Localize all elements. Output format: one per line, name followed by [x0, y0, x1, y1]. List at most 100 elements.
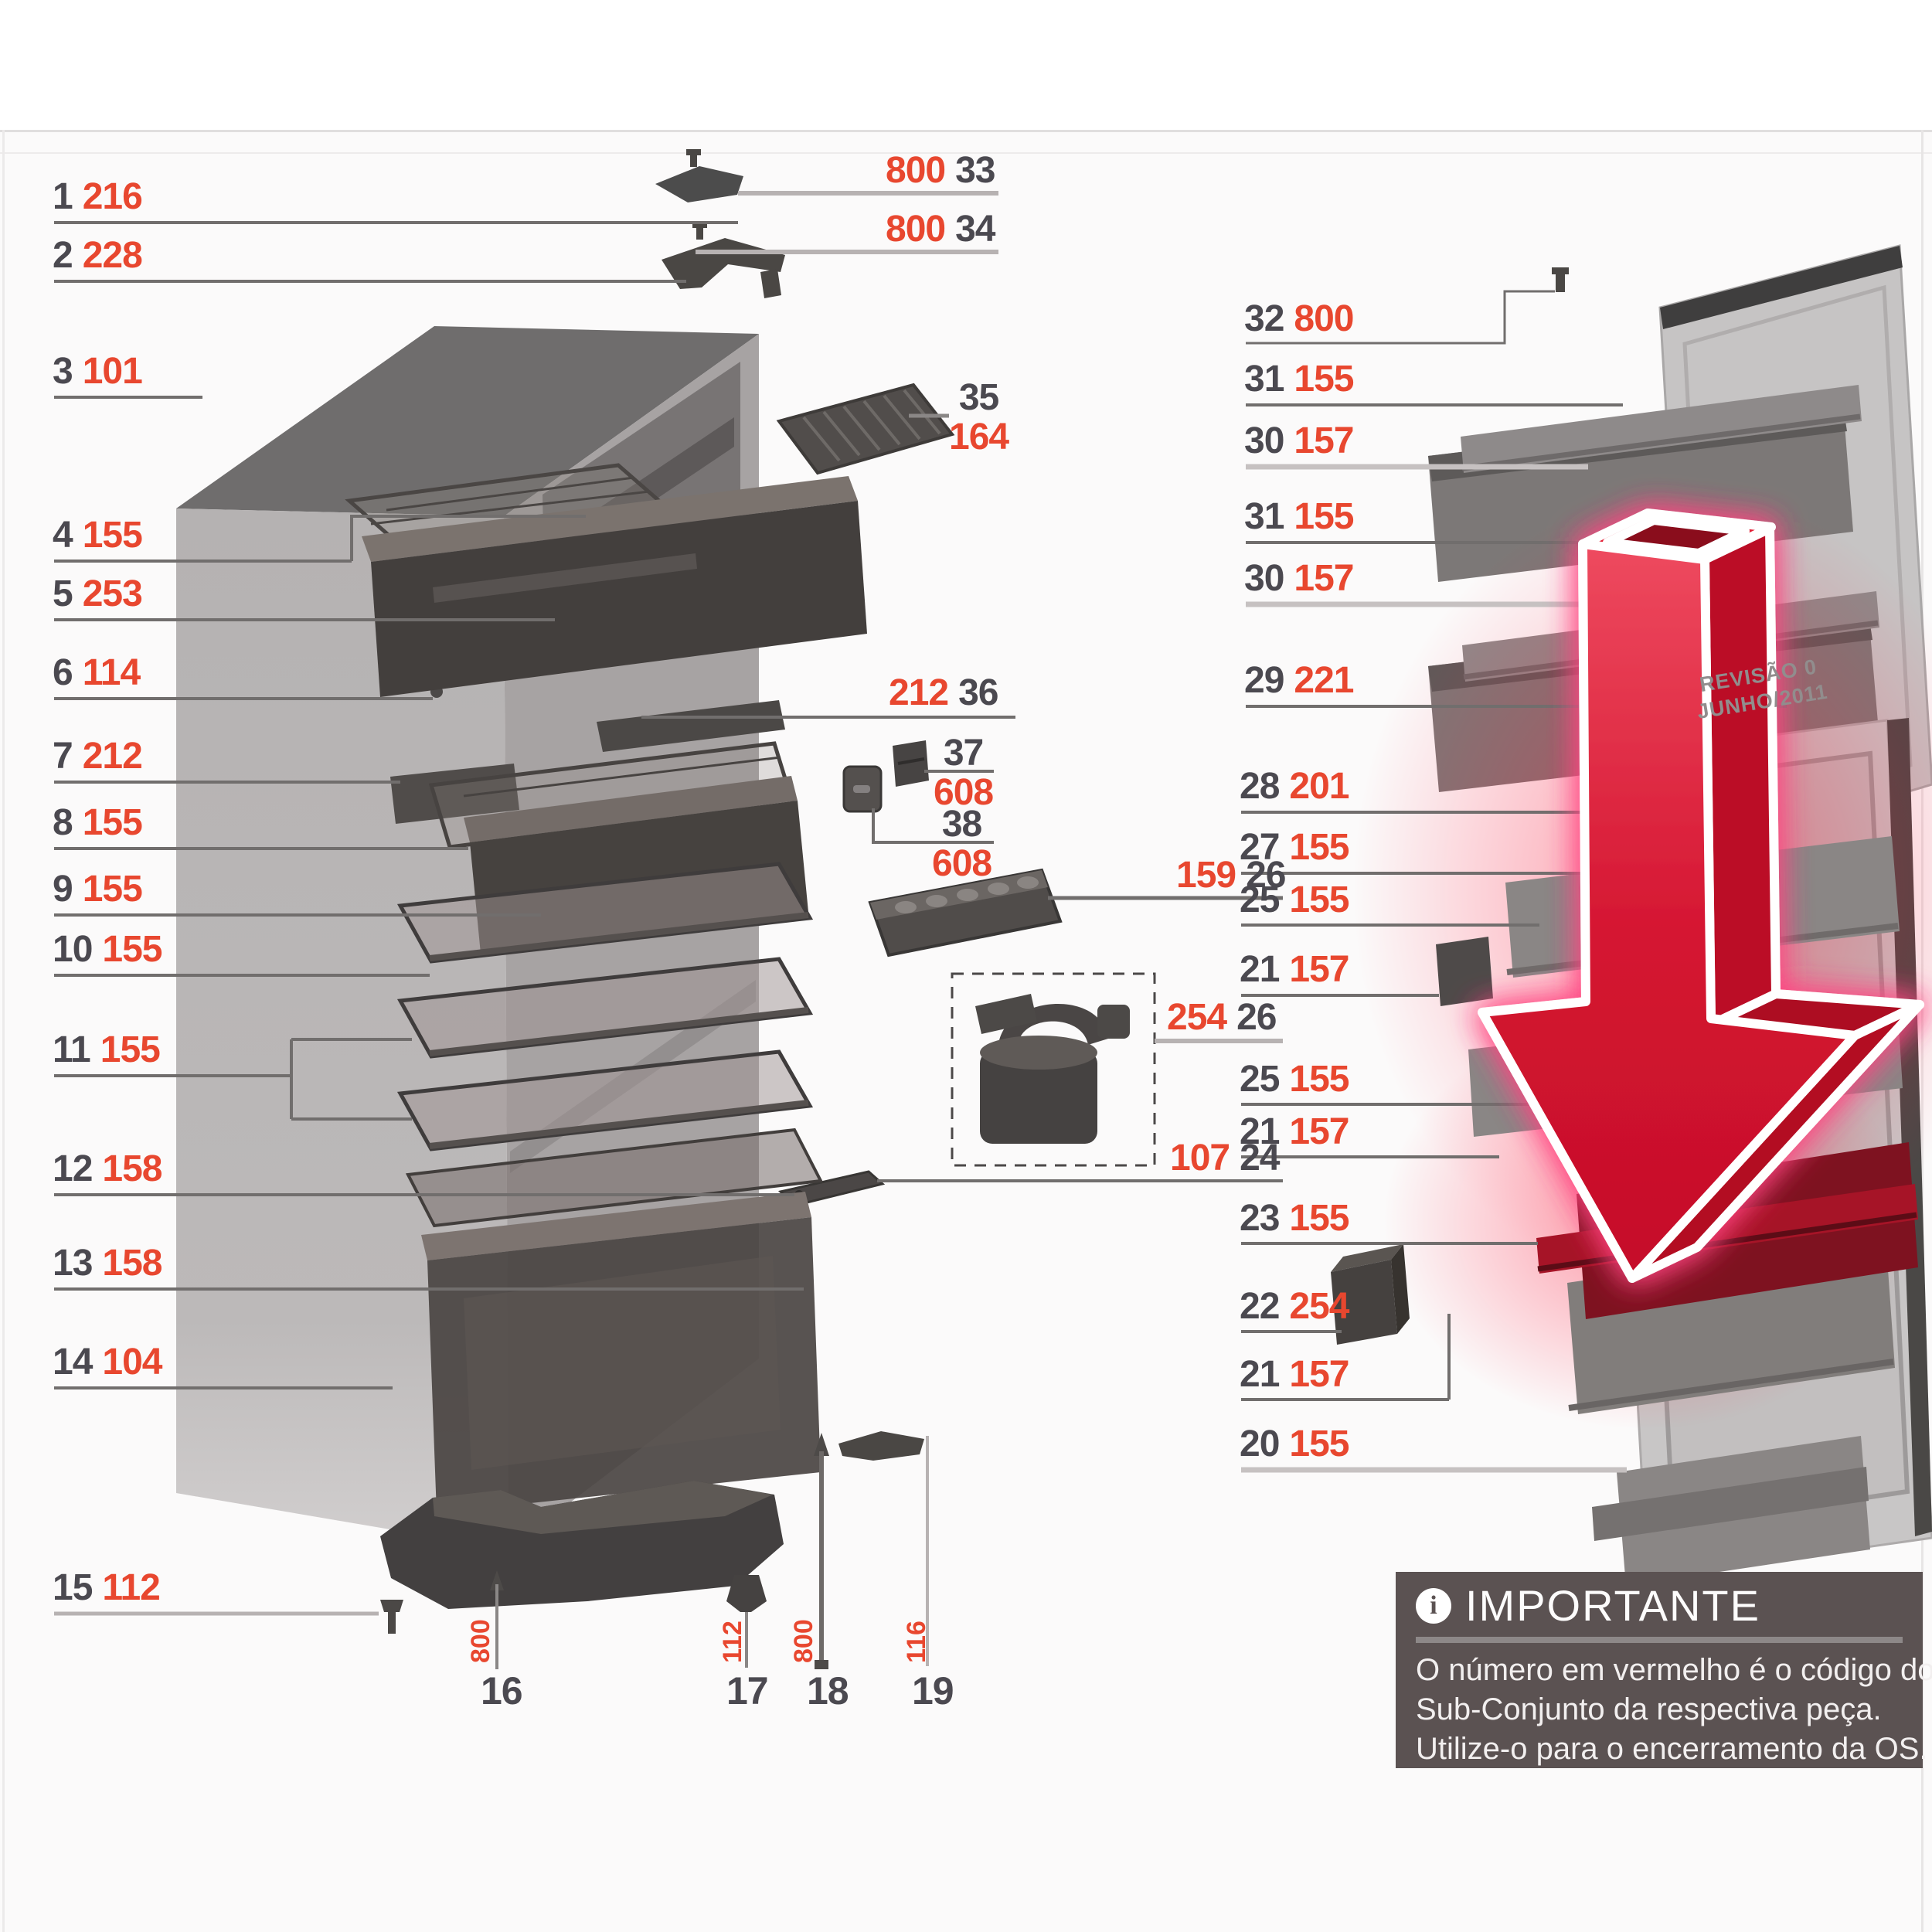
- callout-5-253-num: 5: [53, 573, 73, 614]
- top-band: [0, 0, 1932, 130]
- callout-7-212-num: 7: [53, 736, 73, 777]
- callout-20-155-num: 20: [1240, 1423, 1280, 1464]
- callout-19: 19: [912, 1671, 954, 1712]
- ice-tray: [776, 383, 955, 475]
- callout-32-800-code: 800: [1294, 298, 1354, 339]
- callout-28-201-code: 201: [1289, 766, 1349, 807]
- callout-26-254-num: 26: [1236, 997, 1277, 1038]
- callout-29-221-num: 29: [1244, 660, 1284, 701]
- callout-26-254-code: 254: [1167, 997, 1227, 1038]
- callout-5-253-code: 253: [82, 573, 143, 614]
- callout-21-157-b-num: 21: [1240, 1111, 1280, 1152]
- mounting-plate: [842, 765, 883, 813]
- callout-3-101-code: 101: [82, 351, 143, 392]
- callout-16-code-code: 800: [466, 1619, 495, 1663]
- callout-19-num: 19: [912, 1669, 954, 1713]
- callout-30-157-a-num: 30: [1244, 420, 1284, 461]
- callout-19-code-code: 116: [902, 1621, 931, 1663]
- callout-9-155-code: 155: [82, 869, 143, 910]
- callout-19-code: 116: [902, 1621, 931, 1663]
- callout-12-158-code: 158: [102, 1148, 162, 1189]
- callout-24-107-num: 24: [1240, 1138, 1280, 1179]
- callout-15-112-num: 15: [53, 1567, 93, 1608]
- callout-8-155-code: 155: [82, 802, 143, 843]
- callout-22-254-num: 22: [1240, 1286, 1280, 1327]
- callout-18: 18: [807, 1671, 849, 1712]
- callout-13-158-num: 13: [53, 1243, 93, 1284]
- callout-2-228-num: 2: [53, 235, 73, 276]
- callout-31-155-a-num: 31: [1244, 359, 1284, 400]
- callout-37-608-code: 608: [934, 771, 994, 813]
- callout-4-155-num: 4: [53, 515, 73, 556]
- callout-22-254-code: 254: [1289, 1286, 1349, 1327]
- callout-30-157-b-code: 157: [1294, 558, 1354, 599]
- callout-17-code-code: 112: [718, 1621, 747, 1663]
- callout-10-155-code: 155: [102, 929, 162, 970]
- callout-25-155-a-num: 25: [1240, 879, 1280, 920]
- callout-21-157-a-code: 157: [1289, 949, 1349, 990]
- bottle-bin: [868, 868, 1063, 957]
- callout-32-800-num: 32: [1244, 298, 1284, 339]
- callout-21-157-c-num: 21: [1240, 1354, 1280, 1395]
- callout-2-228-code: 228: [82, 235, 143, 276]
- callout-35-164-code: 164: [949, 416, 1009, 457]
- callout-27-155-num: 27: [1240, 827, 1280, 868]
- small-bin-22: [1331, 1244, 1410, 1345]
- callout-23-155-code: 155: [1289, 1198, 1349, 1239]
- callout-30-157-a-code: 157: [1294, 420, 1354, 461]
- left-border: [2, 130, 5, 1932]
- callout-18-num: 18: [807, 1669, 849, 1713]
- callout-21-157-a-num: 21: [1240, 949, 1280, 990]
- callout-30-157-b-num: 30: [1244, 558, 1284, 599]
- callout-16: 16: [481, 1671, 523, 1712]
- callout-15-112-code: 112: [102, 1567, 160, 1608]
- callout-38-608-code: 608: [932, 842, 992, 884]
- callout-36-212-num: 36: [958, 672, 998, 713]
- callout-25-155-a-code: 155: [1289, 879, 1349, 920]
- note-line-2: Sub-Conjunto da respectiva peça.: [1416, 1692, 1882, 1726]
- note-body: O número em vermelho é o código do Sub-C…: [1416, 1651, 1932, 1768]
- crisper-drawer: [421, 1192, 821, 1513]
- callout-36-212-code: 212: [889, 672, 949, 713]
- callout-31-155-b-code: 155: [1294, 496, 1354, 537]
- callout-37-608-num: 37: [943, 733, 984, 774]
- thermostat-knob: [893, 740, 929, 787]
- callout-6-114-code: 114: [82, 652, 141, 693]
- callout-31-155-b-num: 31: [1244, 496, 1284, 537]
- callout-35-164-num: 35: [958, 377, 999, 418]
- callout-21-157-b-code: 157: [1289, 1111, 1349, 1152]
- callout-17-code: 112: [718, 1621, 747, 1663]
- callout-14-104-num: 14: [53, 1342, 93, 1383]
- callout-21-157-c-code: 157: [1289, 1354, 1349, 1395]
- callout-17-num: 17: [726, 1669, 769, 1713]
- bottom-rack-20: [1592, 1436, 1870, 1586]
- callout-6-114-num: 6: [53, 652, 73, 693]
- callout-1-216-num: 1: [53, 176, 73, 217]
- glass-shelves: [396, 862, 814, 1151]
- callout-24-107-code: 107: [1170, 1138, 1230, 1179]
- callout-8-155-num: 8: [53, 802, 73, 843]
- callout-17: 17: [726, 1669, 769, 1713]
- callout-14-104-code: 104: [102, 1342, 162, 1383]
